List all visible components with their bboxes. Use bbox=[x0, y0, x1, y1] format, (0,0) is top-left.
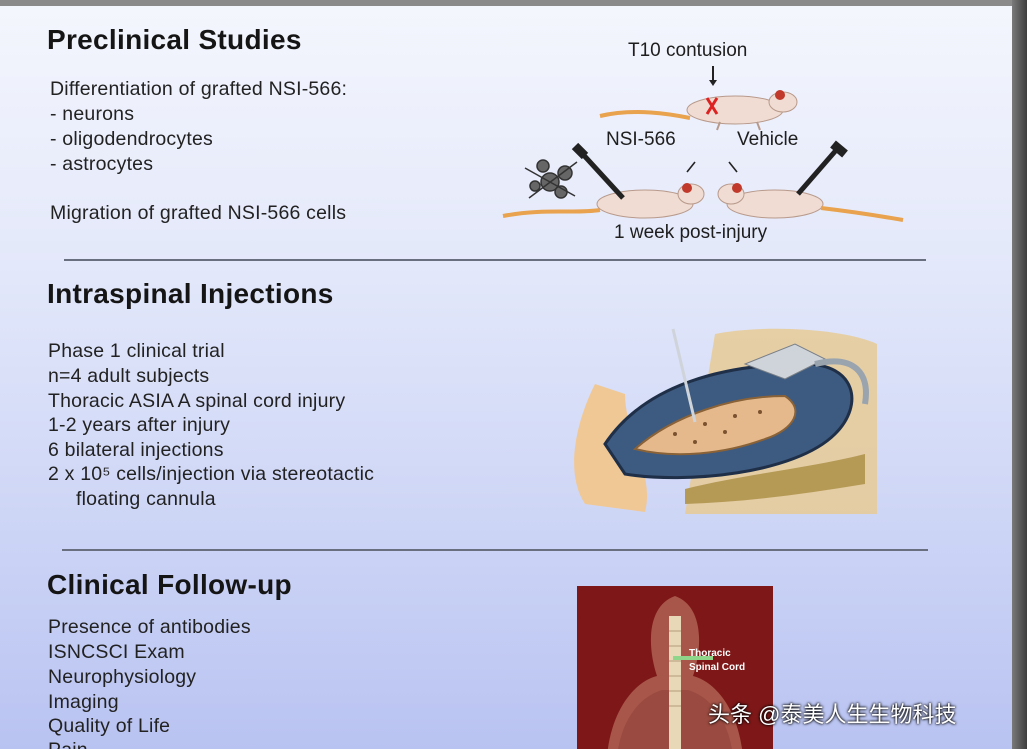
divider-2 bbox=[62, 549, 928, 551]
followup-line-5: Quality of Life bbox=[48, 715, 171, 737]
preclinical-line-4: - astrocytes bbox=[50, 153, 154, 175]
intraspinal-line-2: n=4 adult subjects bbox=[48, 365, 210, 387]
followup-line-3: Neurophysiology bbox=[48, 666, 197, 688]
diagram-label-vehicle: Vehicle bbox=[737, 129, 799, 150]
intraspinal-line-7: floating cannula bbox=[76, 488, 216, 510]
preclinical-line-3: - oligodendrocytes bbox=[50, 128, 213, 150]
preclinical-line-1: Differentiation of grafted NSI-566: bbox=[50, 78, 348, 100]
preclinical-line-5: Migration of grafted NSI-566 cells bbox=[50, 202, 347, 224]
slide: Preclinical Studies Differentiation of g… bbox=[0, 6, 1012, 749]
intraspinal-line-6: 2 x 10⁵ cells/injection via stereotactic bbox=[48, 463, 375, 485]
divider-1 bbox=[64, 259, 926, 261]
window-right-edge bbox=[1012, 0, 1027, 749]
intraspinal-line-3: Thoracic ASIA A spinal cord injury bbox=[48, 390, 346, 412]
diagram-label-nsi: NSI-566 bbox=[606, 129, 676, 150]
intraspinal-line-1: Phase 1 clinical trial bbox=[48, 340, 225, 362]
diagram-label-week: 1 week post-injury bbox=[614, 222, 768, 243]
heading-followup: Clinical Follow-up bbox=[47, 569, 292, 600]
followup-line-4: Imaging bbox=[48, 691, 119, 713]
heading-preclinical: Preclinical Studies bbox=[47, 24, 302, 55]
intraspinal-line-5: 6 bilateral injections bbox=[48, 439, 224, 461]
heading-intraspinal: Intraspinal Injections bbox=[47, 278, 334, 309]
diagram-label-t10: T10 contusion bbox=[628, 40, 748, 61]
followup-line-1: Presence of antibodies bbox=[48, 616, 251, 638]
window-top-edge bbox=[0, 0, 1027, 6]
watermark: 头条 @泰美人生生物科技 bbox=[708, 702, 957, 727]
rat-nsi-icon bbox=[502, 142, 705, 219]
spinal-image-label-1: Thoracic bbox=[689, 648, 731, 659]
preclinical-line-2: - neurons bbox=[50, 103, 135, 125]
intraspinal-line-4: 1-2 years after injury bbox=[48, 414, 231, 436]
surgery-illustration bbox=[574, 328, 877, 514]
followup-line-6: Pain bbox=[48, 739, 88, 749]
spinal-image-label-2: Spinal Cord bbox=[689, 662, 746, 673]
rat-vehicle-icon bbox=[717, 140, 904, 222]
followup-line-2: ISNCSCI Exam bbox=[48, 641, 185, 663]
spinal-cord-image: Thoracic Spinal Cord bbox=[577, 586, 773, 749]
rat-top-icon bbox=[599, 90, 798, 131]
rat-diagram bbox=[502, 66, 904, 222]
